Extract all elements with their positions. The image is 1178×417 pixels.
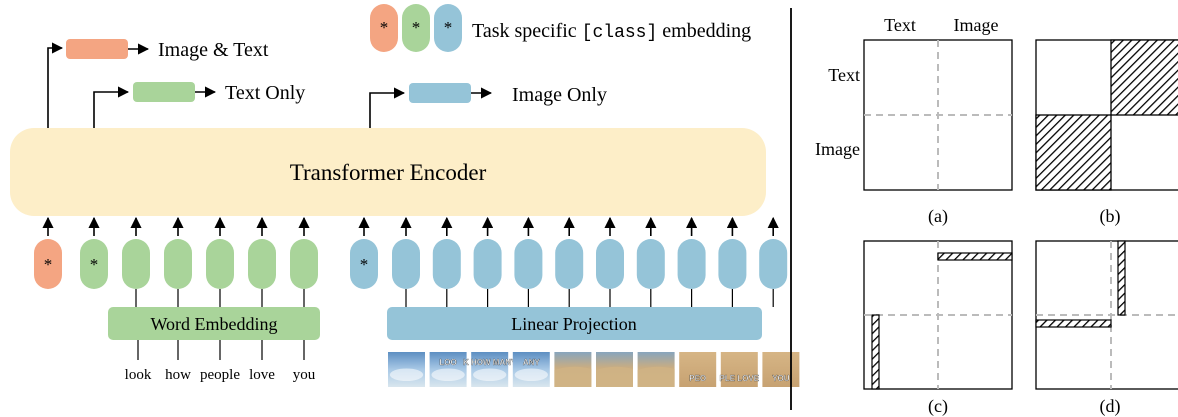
- meme-patch-image: [596, 352, 633, 387]
- label-image-text: Image & Text: [158, 39, 269, 61]
- hatch-strip-vertical: [871, 314, 880, 390]
- star-symbol: *: [90, 255, 99, 274]
- header-row-text: Text: [828, 65, 860, 85]
- meme-patch-image: K HOW MANY: [463, 352, 517, 387]
- patch-token: [636, 239, 665, 289]
- word-token: [290, 239, 318, 289]
- legend-star-green: *: [412, 18, 421, 37]
- arrow-cls-text: [93, 86, 130, 128]
- legend-star-orange: *: [380, 18, 389, 37]
- word-label-how: how: [165, 367, 191, 383]
- word-token: [122, 239, 150, 289]
- word-embedding-label: Word Embedding: [150, 314, 277, 334]
- caption-b: (b): [1100, 206, 1121, 227]
- legend-orange-token: [370, 4, 398, 52]
- word-token: [164, 239, 192, 289]
- hatch-strip-horizontal: [937, 252, 1013, 261]
- arrow-cls-image-text: [47, 42, 64, 128]
- meme-patch-image: ANY: [512, 352, 550, 387]
- cls-token-image-text: [34, 239, 62, 289]
- word-embedding-box: [108, 307, 320, 340]
- arrow-cls-image: [369, 87, 406, 128]
- meme-patch-image: [388, 352, 425, 387]
- legend-star-blue: *: [444, 18, 453, 37]
- patch-token: [473, 239, 502, 289]
- output-heads: Image & Text Text Only Image Only: [47, 39, 607, 128]
- hatch-strip-horizontal: [1035, 319, 1112, 328]
- patch-caption-text: PLE LOVE: [720, 374, 760, 383]
- linear-projection-box: [387, 307, 762, 340]
- linear-projection-label: Linear Projection: [511, 314, 636, 334]
- star-symbol: *: [360, 255, 369, 274]
- patch-token: [759, 239, 788, 289]
- mask-panel-d: [1035, 240, 1178, 390]
- hatch-strip-vertical: [1117, 240, 1126, 316]
- meme-patch-image: [554, 352, 592, 387]
- cls-token-image: [350, 239, 378, 289]
- head-text-only: [133, 82, 195, 102]
- caption-a: (a): [928, 206, 948, 227]
- patch-token: [596, 239, 624, 289]
- transformer-encoder-label: Transformer Encoder: [290, 160, 487, 185]
- patch-caption-text: LOO: [439, 358, 456, 367]
- legend-green-token: [402, 4, 430, 52]
- head-image-text: [66, 39, 128, 59]
- patch-token: [514, 239, 543, 289]
- legend: * * * Task specific [class] embedding: [370, 4, 751, 52]
- star-symbol: *: [44, 255, 53, 274]
- header-col-text: Text: [884, 15, 916, 35]
- hatch-block-image-text: [1035, 114, 1112, 191]
- patch-token: [392, 239, 420, 289]
- patch-caption-text: K HOW MANY: [463, 358, 517, 367]
- word-label-people: people: [200, 367, 240, 383]
- mask-panel-a: [863, 39, 1013, 191]
- cls-token-text: [80, 239, 108, 289]
- meme-patch-image: [637, 352, 675, 387]
- header-row-image: Image: [815, 139, 860, 159]
- meme-patch-image: LOO: [429, 352, 467, 387]
- word-label-love: love: [249, 367, 275, 383]
- meme-patch-image: YOU: [762, 352, 800, 387]
- patch-caption-text: YOU: [772, 374, 790, 383]
- legend-blue-token: [434, 4, 462, 52]
- meme-patch-image: PLE LOVE: [719, 352, 760, 387]
- input-tokens: * * *: [34, 216, 788, 307]
- word-token: [206, 239, 234, 289]
- label-text-only: Text Only: [225, 82, 305, 104]
- header-col-image: Image: [954, 15, 999, 35]
- word-token: [248, 239, 276, 289]
- legend-text: Task specific [class] embedding: [472, 20, 751, 43]
- patch-caption-text: PEO: [689, 374, 706, 383]
- patch-token: [555, 239, 584, 289]
- mask-panels: Text Image Text Image (a) (b) (c): [815, 15, 1178, 417]
- meme-patch-image: PEO: [679, 352, 717, 387]
- patch-token: [677, 239, 706, 289]
- patch-token: [432, 239, 461, 289]
- mask-panel-c: [863, 240, 1013, 390]
- label-image-only: Image Only: [512, 84, 607, 106]
- hatch-block-text-image: [1110, 39, 1178, 116]
- word-label-look: look: [125, 367, 152, 383]
- patch-token: [718, 239, 747, 289]
- caption-c: (c): [928, 396, 948, 417]
- image-patch-inputs: LOO K HOW MANY ANY PEO PLE LOVE YOU: [388, 352, 800, 387]
- caption-d: (d): [1100, 396, 1121, 417]
- word-label-you: you: [293, 367, 316, 383]
- mask-panel-b: [1035, 39, 1178, 191]
- transformer-encoder-box: [10, 128, 766, 216]
- head-image-only: [409, 83, 471, 103]
- patch-caption-text: ANY: [523, 358, 541, 367]
